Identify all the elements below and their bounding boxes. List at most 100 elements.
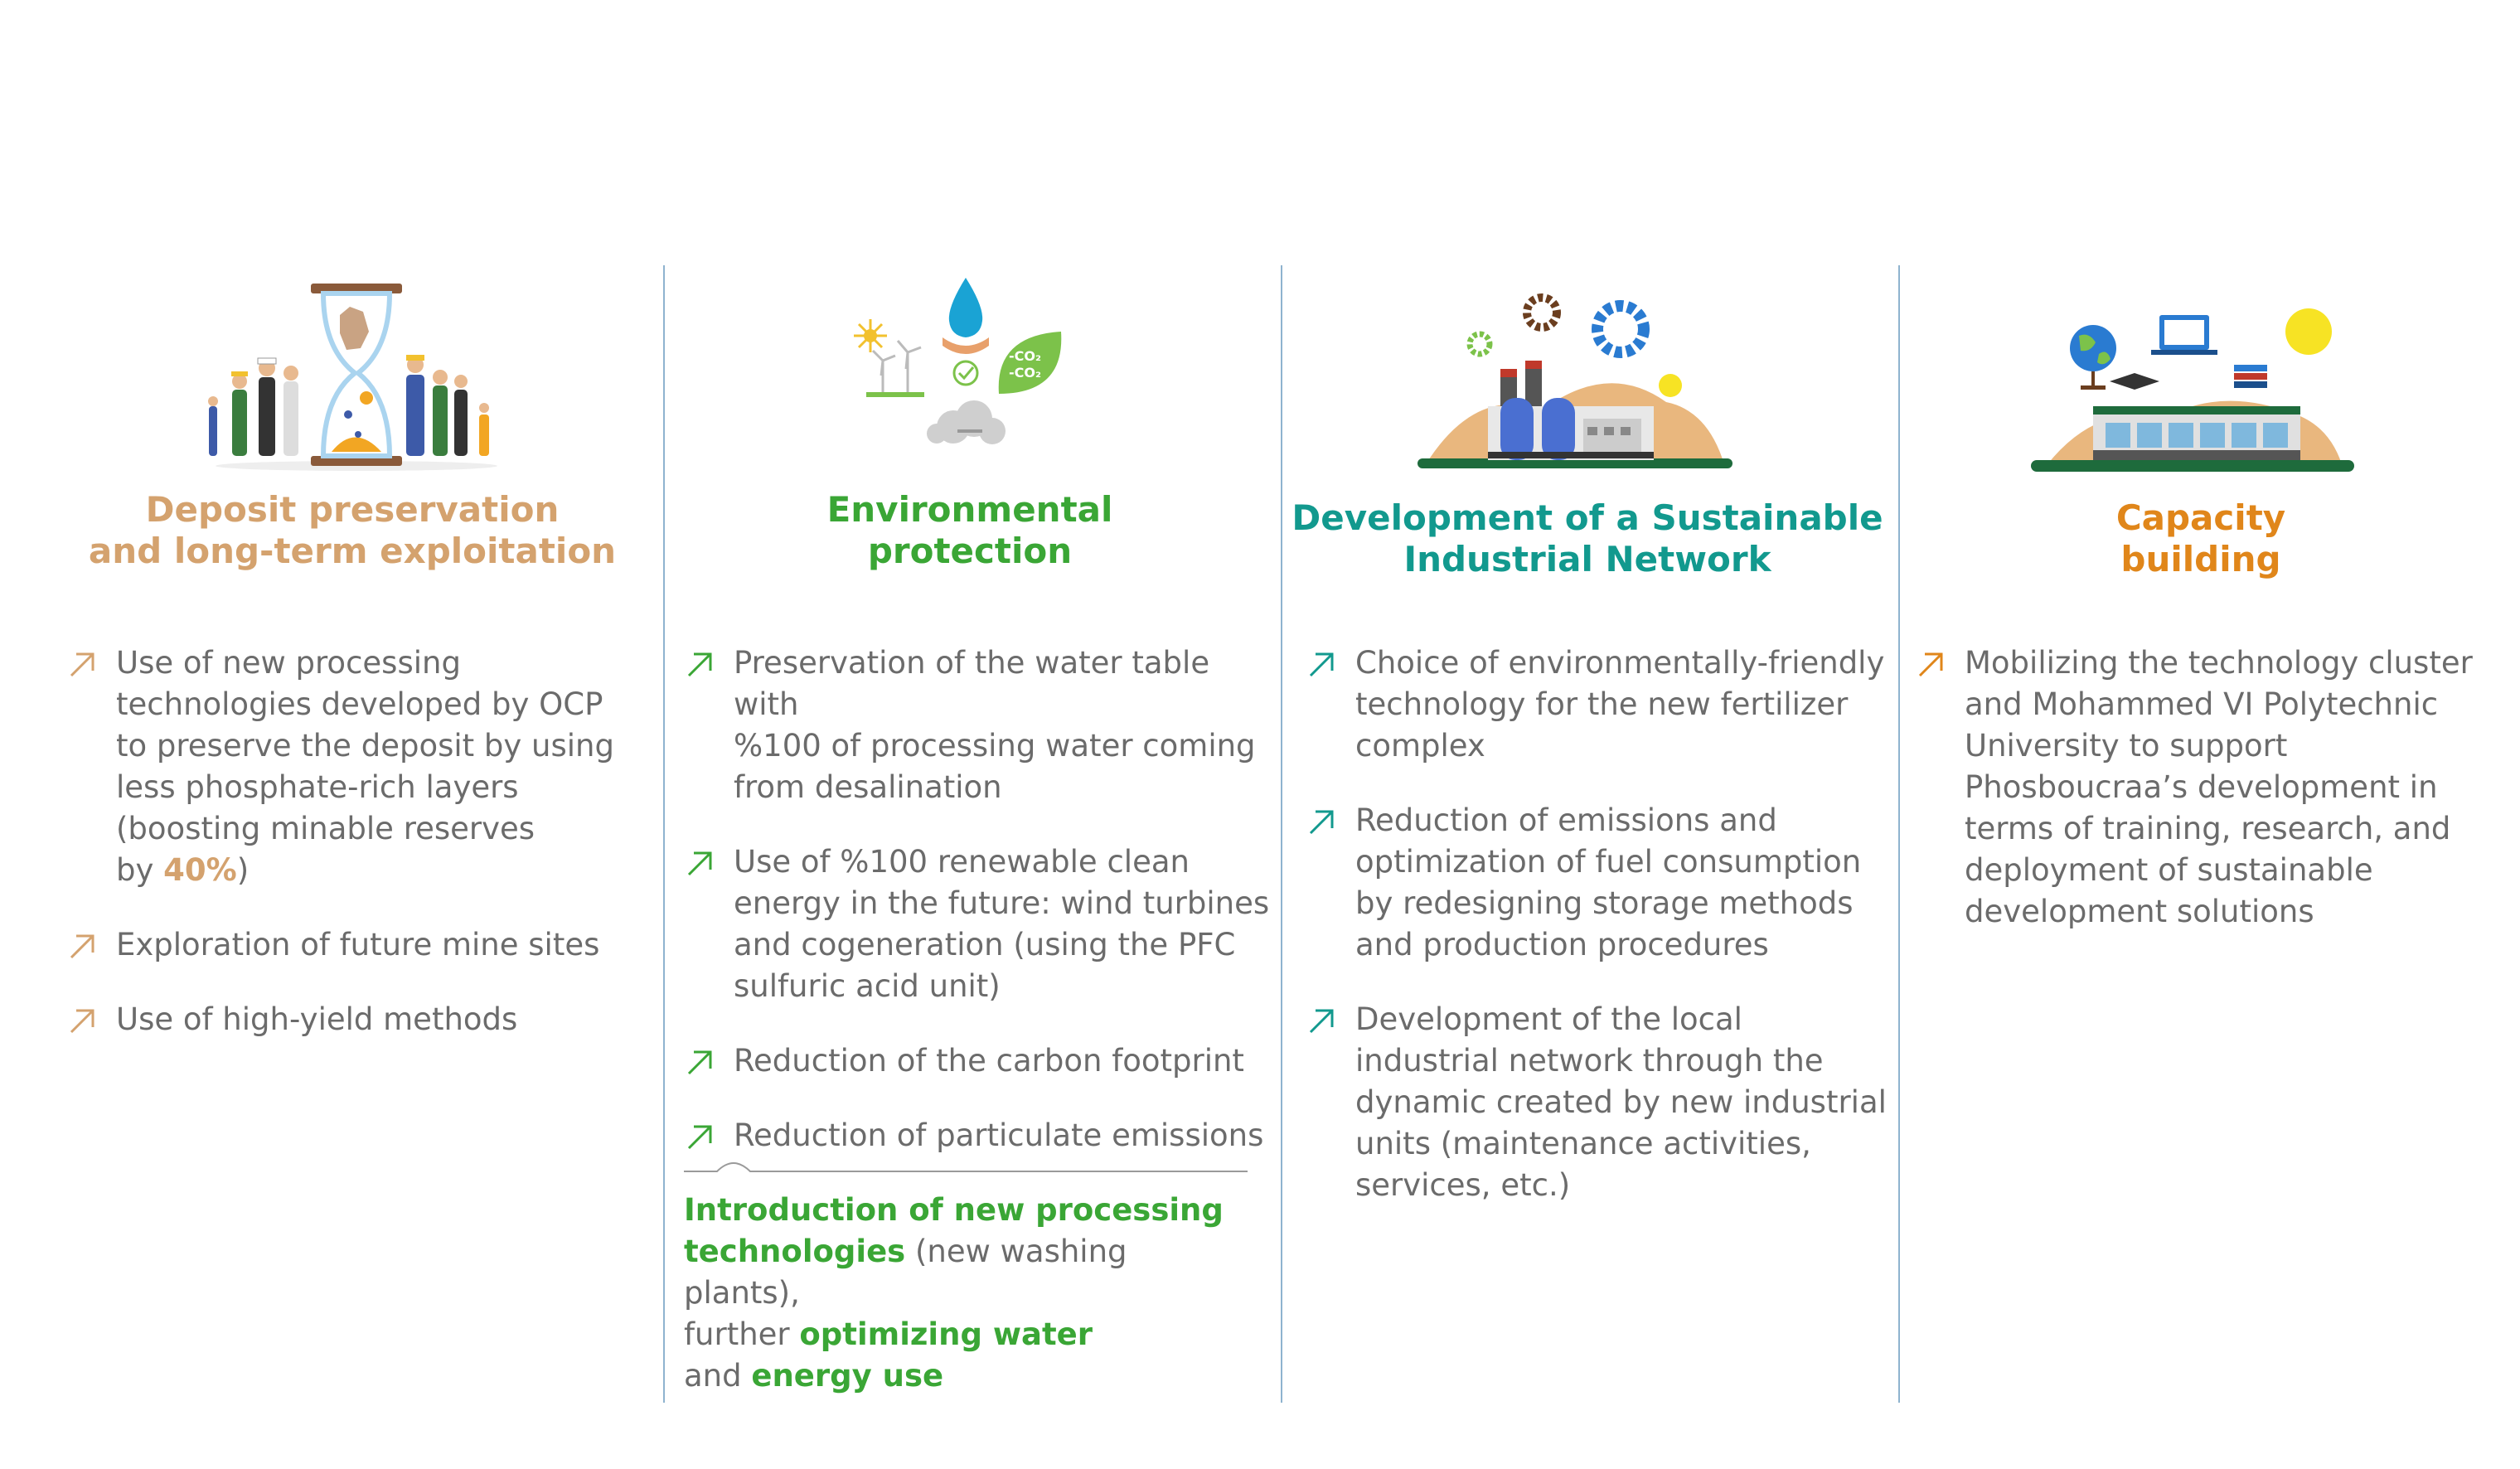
note-highlight: technologies	[684, 1234, 906, 1269]
item-line: to preserve the deposit by using	[116, 728, 614, 764]
section-title: Deposit preservation and long-term explo…	[50, 489, 655, 572]
item-line: Use of high-yield methods	[116, 1001, 518, 1037]
item-line: Development of the local	[1355, 1001, 1742, 1037]
item-line: Exploration of future mine sites	[116, 927, 600, 962]
item-line: and cogeneration (using the PFC	[734, 927, 1236, 962]
arrow-up-right-icon	[70, 934, 94, 959]
highlight-percent: 40%	[163, 852, 237, 888]
title-line: building	[2120, 539, 2281, 579]
item-line: Choice of environmentally-friendly	[1355, 645, 1885, 681]
list-item: Preservation of the water table with %10…	[684, 642, 1277, 808]
title-line: Development of a Sustainable	[1292, 497, 1883, 538]
note-text: and	[684, 1358, 752, 1394]
item-line: units (maintenance activities,	[1355, 1126, 1811, 1161]
item-line: from desalination	[734, 769, 1002, 805]
highlight-note: Introduction of new processing technolog…	[684, 1190, 1248, 1397]
arrow-up-right-icon	[70, 652, 94, 677]
list-item: Mobilizing the technology cluster and Mo…	[1915, 642, 2503, 933]
item-line: energy in the future: wind turbines	[734, 885, 1270, 921]
item-line: less phosphate-rich layers	[116, 769, 519, 805]
item-text: by	[116, 852, 164, 888]
title-line: and long-term exploitation	[88, 531, 617, 571]
arrow-up-right-icon	[687, 851, 712, 876]
item-line: Phosboucraa’s development in	[1965, 769, 2438, 805]
bullet-list: Choice of environmentally-friendly techn…	[1306, 642, 1894, 1239]
item-line: terms of training, research, and	[1965, 811, 2451, 846]
list-item: Use of new processing technologies devel…	[66, 642, 655, 891]
column-divider	[663, 265, 665, 1403]
bullet-list: Mobilizing the technology cluster and Mo…	[1915, 642, 2503, 966]
item-line: by redesigning storage methods	[1355, 885, 1854, 921]
co2-label: -CO₂	[1009, 348, 1041, 364]
note-line: technologies (new washing plants),	[684, 1231, 1248, 1314]
column-sustainable-industrial-network: Development of a Sustainable Industrial …	[1281, 0, 1894, 1469]
factory-gears-icon	[1418, 293, 1732, 468]
water-energy-co2-icon: -CO₂ -CO₂	[854, 278, 1062, 444]
item-line: and Mohammed VI Polytechnic	[1965, 686, 2439, 722]
list-item: Exploration of future mine sites	[66, 924, 655, 966]
section-title: Capacity building	[1898, 497, 2503, 580]
note-text: further	[684, 1316, 800, 1352]
section-title: Development of a Sustainable Industrial …	[1281, 497, 1894, 580]
title-line: Capacity	[2115, 497, 2286, 538]
item-line: technologies developed by OCP	[116, 686, 603, 722]
arrow-up-right-icon	[70, 1009, 94, 1034]
list-item: Choice of environmentally-friendly techn…	[1306, 642, 1894, 767]
item-line: %100 of processing water coming	[734, 728, 1256, 764]
column-capacity-building: Capacity building Mobilizing the technol…	[1898, 0, 2503, 1469]
arrow-up-right-icon	[1309, 652, 1334, 677]
item-line: dynamic created by new industrial	[1355, 1084, 1887, 1120]
item-line: University to support	[1965, 728, 2288, 764]
item-line: complex	[1355, 728, 1485, 764]
list-item: Use of high-yield methods	[66, 999, 655, 1040]
item-line: services, etc.)	[1355, 1167, 1571, 1203]
item-line: Reduction of particulate emissions	[734, 1118, 1264, 1153]
column-environmental-protection: -CO₂ -CO₂ Environmental protection Prese…	[663, 0, 1277, 1469]
note-highlight: Introduction of new processing	[684, 1192, 1224, 1228]
note-line: Introduction of new processing	[684, 1190, 1248, 1231]
title-line: Environmental	[826, 489, 1113, 530]
item-line: Mobilizing the technology cluster	[1965, 645, 2473, 681]
item-line: sulfuric acid unit)	[734, 968, 1001, 1004]
item-line: Use of %100 renewable clean	[734, 844, 1190, 880]
item-line: deployment of sustainable	[1965, 852, 2373, 888]
title-line: protection	[867, 531, 1073, 571]
title-line: Deposit preservation	[145, 489, 560, 530]
arrow-up-right-icon	[687, 1050, 712, 1075]
column-divider	[1281, 265, 1282, 1403]
arrow-up-right-icon	[1918, 652, 1943, 677]
note-line: and energy use	[684, 1355, 1248, 1397]
bullet-list: Use of new processing technologies devel…	[66, 642, 655, 1074]
item-line: and production procedures	[1355, 927, 1769, 962]
note-highlight: energy use	[751, 1358, 944, 1394]
hourglass-workers-icon	[208, 284, 497, 471]
list-item: Reduction of particulate emissions	[684, 1115, 1277, 1156]
section-title: Environmental protection	[663, 489, 1277, 572]
co2-label: -CO₂	[1009, 365, 1041, 381]
item-line: Preservation of the water table with	[734, 645, 1210, 722]
item-line: (boosting minable reserves	[116, 811, 536, 846]
list-item: Reduction of emissions and optimization …	[1306, 800, 1894, 966]
item-line: industrial network through the	[1355, 1043, 1824, 1079]
title-line: Industrial Network	[1403, 539, 1771, 579]
campus-globe-laptop-icon	[2031, 308, 2354, 472]
gear-icon	[1523, 293, 1561, 332]
list-item: Development of the local industrial netw…	[1306, 999, 1894, 1206]
arrow-up-right-icon	[1309, 1009, 1334, 1034]
item-line: by 40%)	[116, 850, 655, 891]
column-deposit-preservation: Deposit preservation and long-term explo…	[50, 0, 655, 1469]
arrow-up-right-icon	[687, 652, 712, 677]
note-line: further optimizing water	[684, 1314, 1248, 1355]
item-text: )	[236, 852, 250, 888]
item-line: technology for the new fertilizer	[1355, 686, 1849, 722]
item-line: optimization of fuel consumption	[1355, 844, 1862, 880]
item-line: development solutions	[1965, 894, 2314, 929]
note-divider	[684, 1162, 1248, 1172]
list-item: Use of %100 renewable clean energy in th…	[684, 841, 1277, 1007]
arrow-up-right-icon	[1309, 810, 1334, 835]
list-item: Reduction of the carbon footprint	[684, 1040, 1277, 1082]
arrow-up-right-icon	[687, 1125, 712, 1150]
note-highlight: optimizing water	[799, 1316, 1093, 1352]
item-line: Reduction of emissions and	[1355, 802, 1777, 838]
note-text: (new washing plants),	[684, 1234, 1127, 1311]
